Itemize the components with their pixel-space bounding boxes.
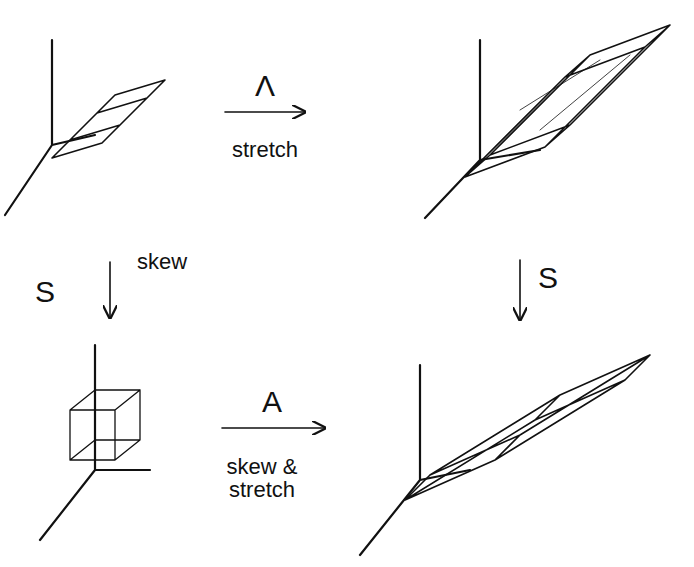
- skewed-box-figure: [5, 40, 165, 215]
- map-symbol: S: [538, 262, 558, 294]
- map-label: skew & stretch: [218, 455, 306, 501]
- map-arrow: [519, 260, 521, 320]
- map-arrow: [109, 262, 111, 318]
- map-symbol: Λ: [255, 70, 275, 102]
- map-label: stretch: [232, 138, 298, 161]
- skewed-stretched-box-figure: [360, 355, 650, 555]
- stretched-box-figure: [425, 25, 670, 218]
- map-label: skew: [137, 250, 187, 273]
- map-symbol: S: [35, 276, 55, 308]
- map-symbol: A: [262, 386, 282, 418]
- map-arrow: [225, 111, 305, 113]
- cube-figure: [40, 345, 150, 540]
- map-arrow: [222, 427, 325, 429]
